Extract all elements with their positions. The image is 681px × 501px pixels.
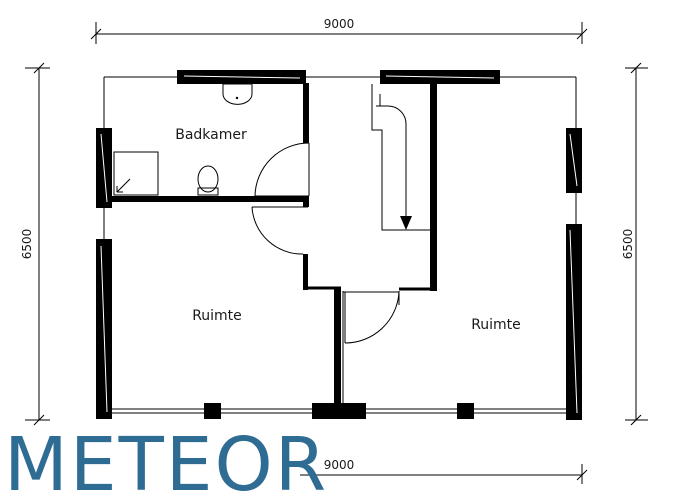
interior-walls bbox=[112, 83, 437, 404]
toilet-icon bbox=[197, 165, 219, 196]
dimension-left-label: 6500 bbox=[20, 229, 34, 260]
washbasin-icon bbox=[222, 83, 253, 105]
column-bottom-right bbox=[457, 403, 474, 419]
dimension-top-label: 9000 bbox=[324, 17, 355, 31]
door-bathroom bbox=[254, 142, 310, 197]
stair-arrow-icon bbox=[400, 216, 412, 230]
dimension-top: 9000 bbox=[90, 17, 588, 44]
door-corridor bbox=[251, 206, 308, 255]
column-bottom-left bbox=[204, 403, 221, 419]
room-label-bathroom: Badkamer bbox=[175, 127, 247, 143]
dimension-right: 6500 bbox=[621, 62, 648, 426]
bathroom-fixtures bbox=[113, 83, 253, 196]
doors bbox=[251, 142, 400, 344]
shower-icon bbox=[113, 151, 159, 196]
stair bbox=[371, 84, 430, 231]
dimension-bottom: 9000 bbox=[300, 458, 588, 484]
dimension-right-label: 6500 bbox=[621, 229, 635, 260]
meteor-logo: METEOR bbox=[4, 422, 328, 501]
room-label-left: Ruimte bbox=[192, 308, 242, 324]
windows bbox=[96, 70, 582, 420]
room-label-right: Ruimte bbox=[471, 317, 521, 333]
door-bottom-middle bbox=[312, 403, 366, 419]
door-right-room bbox=[343, 291, 400, 344]
dimension-left: 6500 bbox=[20, 62, 50, 426]
dimension-bottom-label: 9000 bbox=[324, 458, 355, 472]
